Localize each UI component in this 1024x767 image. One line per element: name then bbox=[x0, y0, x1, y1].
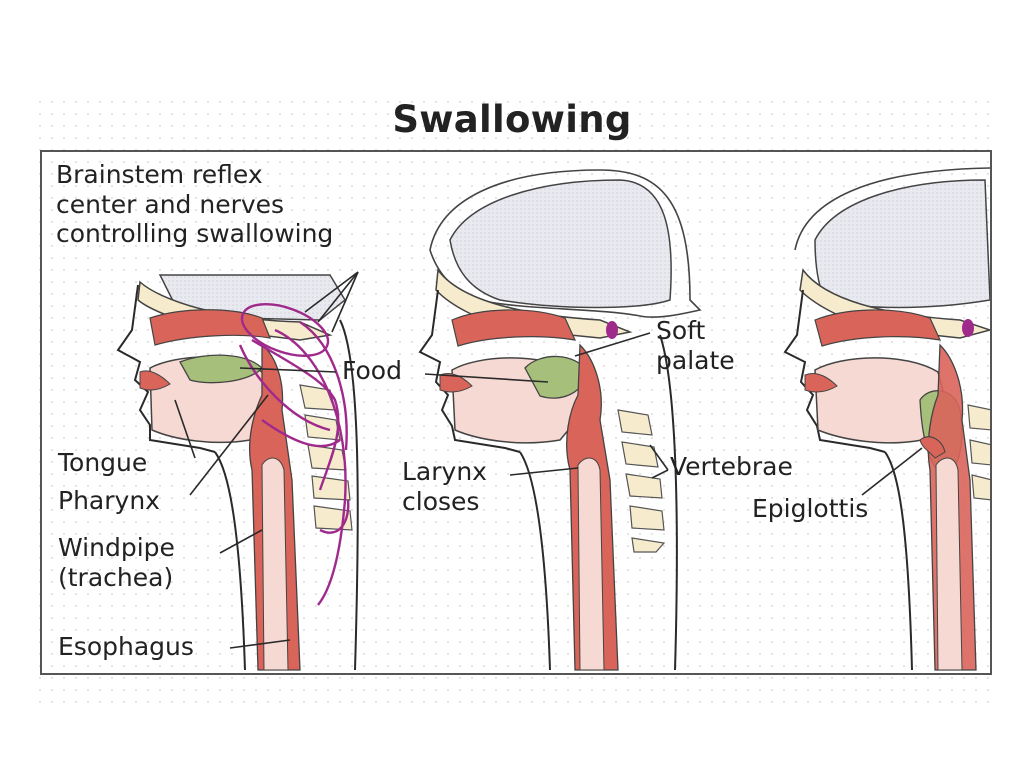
larynx-label-line-2: closes bbox=[402, 487, 487, 517]
larynx-label: Larynx closes bbox=[402, 457, 487, 516]
larynx-label-line-1: Larynx bbox=[402, 457, 487, 487]
brainstem-node-2 bbox=[606, 321, 618, 339]
brainstem-label-line-1: Brainstem reflex bbox=[56, 160, 333, 190]
brainstem-node-3 bbox=[962, 319, 974, 337]
brain-3 bbox=[815, 180, 990, 308]
windpipe-label-line-2: (trachea) bbox=[58, 563, 175, 593]
windpipe-label: Windpipe (trachea) bbox=[58, 533, 175, 592]
nasal-cavity-2 bbox=[452, 310, 575, 346]
soft-palate-label: Soft palate bbox=[656, 316, 735, 375]
brainstem-label: Brainstem reflex center and nerves contr… bbox=[56, 160, 333, 249]
vertebrae-label: Vertebrae bbox=[670, 452, 793, 482]
vertebrae-3 bbox=[968, 405, 992, 500]
brainstem-label-line-3: controlling swallowing bbox=[56, 219, 333, 249]
tongue-label: Tongue bbox=[58, 448, 147, 478]
trachea-1 bbox=[262, 458, 288, 670]
food-label: Food bbox=[342, 356, 402, 386]
windpipe-label-line-1: Windpipe bbox=[58, 533, 175, 563]
soft-palate-label-line-1: Soft bbox=[656, 316, 735, 346]
esophagus-label: Esophagus bbox=[58, 632, 194, 662]
head-panel-2 bbox=[420, 170, 700, 670]
soft-palate-label-line-2: palate bbox=[656, 346, 735, 376]
head-panel-3 bbox=[785, 168, 992, 670]
pharynx-label: Pharynx bbox=[58, 486, 160, 516]
vertebrae-2 bbox=[618, 410, 664, 552]
epiglottis-label: Epiglottis bbox=[752, 494, 868, 524]
brain-2 bbox=[450, 180, 671, 308]
nasal-cavity-3 bbox=[815, 310, 940, 346]
nasal-cavity-1 bbox=[150, 310, 270, 345]
brainstem-label-line-2: center and nerves bbox=[56, 190, 333, 220]
head-panel-1 bbox=[118, 275, 358, 670]
